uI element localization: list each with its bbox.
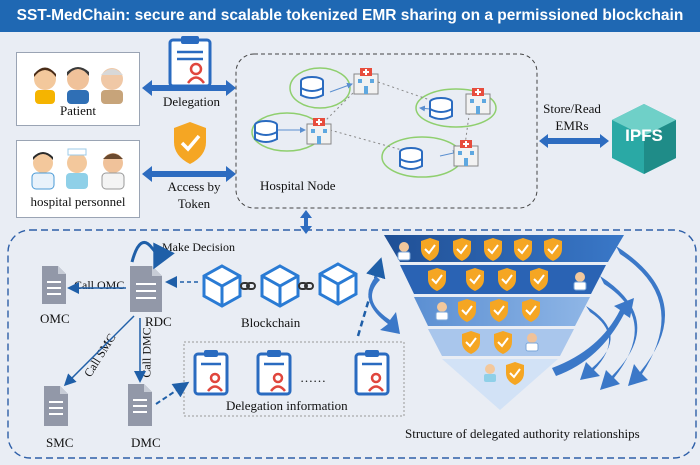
person-icon	[435, 302, 449, 321]
person-icon	[573, 272, 587, 291]
make-decision-label: Make Decision	[162, 240, 235, 254]
shield-check-icon	[494, 331, 512, 354]
page-title: SST-MedChain: secure and scalable tokeni…	[0, 0, 700, 32]
shield-check-icon	[522, 299, 540, 322]
funnel-tier-1	[384, 235, 624, 262]
store-arrow	[539, 134, 609, 148]
cube-icon	[318, 262, 358, 306]
shield-check-icon	[484, 238, 502, 261]
omc-label: OMC	[40, 311, 70, 326]
delegation-label: Delegation	[163, 94, 221, 109]
clipboard-icon	[256, 350, 292, 396]
blockchain-label: Blockchain	[241, 315, 301, 330]
funnel-curved-arrows	[368, 246, 665, 390]
ipfs-label: IPFS	[625, 126, 663, 145]
clipboard-icon	[193, 350, 229, 396]
database-icon	[254, 120, 278, 143]
patient-avatars	[34, 67, 123, 104]
person-icon	[66, 148, 88, 189]
delegation-info-boundary	[183, 341, 405, 417]
shield-check-icon	[428, 268, 446, 291]
hospital-icon	[465, 88, 491, 115]
dmc-label: DMC	[131, 435, 161, 450]
document-icon	[128, 384, 152, 426]
shield-check-icon	[530, 268, 548, 291]
smc-label: SMC	[46, 435, 74, 450]
store-label-2: EMRs	[555, 118, 589, 133]
shield-check-icon	[458, 299, 476, 322]
shield-check-icon	[490, 299, 508, 322]
database-icon	[399, 147, 423, 170]
shield-check-icon	[174, 122, 206, 164]
ipfs-cube-icon	[612, 104, 676, 174]
hospital-node-label: Hospital Node	[260, 178, 336, 193]
delegation-arrow	[142, 80, 236, 96]
clipboard-icon	[168, 36, 212, 88]
patient-label: Patient	[59, 103, 97, 118]
hospital-node-boundary	[235, 53, 538, 209]
access-label-2: Token	[177, 196, 211, 211]
shield-check-icon	[421, 238, 439, 261]
personnel-label: hospital personnel	[30, 194, 126, 209]
person-icon	[101, 68, 123, 104]
access-label-1: Access by	[167, 179, 221, 194]
store-label-1: Store/Read	[543, 101, 601, 116]
funnel-tier-5	[442, 359, 558, 410]
shield-check-icon	[514, 238, 532, 261]
cube-icon	[202, 264, 242, 308]
person-icon	[525, 333, 539, 352]
chain-link-icon	[240, 282, 314, 290]
shield-check-icon	[544, 238, 562, 261]
ellipsis-label: ……	[300, 370, 326, 385]
personnel-box: hospital personnel	[16, 140, 140, 218]
smart-contract-boundary	[7, 229, 697, 459]
person-icon	[397, 242, 411, 261]
shield-check-icon	[462, 331, 480, 354]
hospital-chain-arrow	[300, 210, 312, 234]
personnel-avatars	[31, 148, 125, 190]
document-icon	[44, 386, 68, 426]
hospital-icon	[453, 140, 479, 167]
person-icon	[484, 364, 496, 382]
document-icon	[42, 266, 66, 304]
person-icon	[67, 67, 89, 104]
hospital-icon	[353, 68, 379, 95]
delegation-information-label: Delegation information	[226, 398, 348, 413]
access-arrow	[142, 166, 236, 182]
shield-check-icon	[498, 268, 516, 291]
person-icon	[101, 153, 125, 190]
shield-check-icon	[506, 362, 524, 385]
contract-arrows	[63, 240, 386, 405]
structure-label: Structure of delegated authority relatio…	[405, 426, 640, 441]
hospital-icon	[306, 118, 332, 145]
shield-check-icon	[466, 268, 484, 291]
funnel-shields	[421, 238, 562, 385]
document-icon	[130, 266, 162, 312]
cube-icon	[260, 264, 300, 308]
person-icon	[34, 67, 56, 104]
person-icon	[31, 152, 55, 190]
clipboard-icon	[354, 350, 390, 396]
patient-box: Patient	[16, 52, 140, 126]
authority-funnel	[384, 235, 624, 410]
database-icon	[429, 97, 453, 120]
rdc-label: RDC	[145, 314, 172, 329]
shield-check-icon	[453, 238, 471, 261]
funnel-people	[397, 242, 587, 382]
database-icon	[300, 76, 324, 99]
